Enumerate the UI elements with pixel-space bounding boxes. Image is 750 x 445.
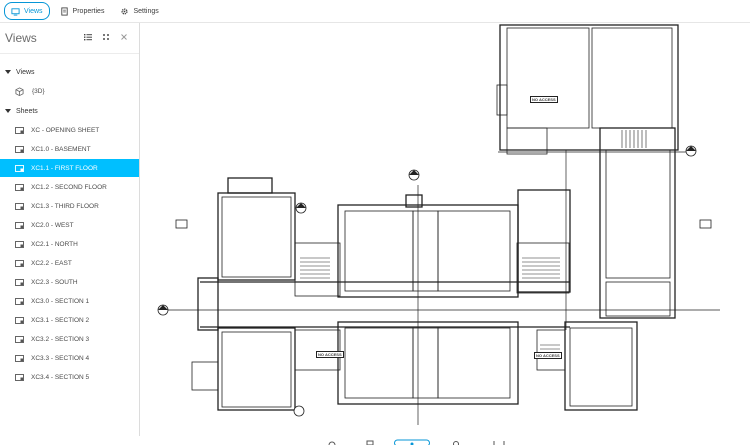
sheet-icon <box>15 297 24 305</box>
drawing-canvas[interactable]: NO ACCESS NO ACCESS NO ACCESS <box>140 23 750 436</box>
sheet-item-label: XC3.1 - SECTION 2 <box>31 316 90 324</box>
sheet-item-label: XC1.0 - BASEMENT <box>31 145 91 153</box>
tab-properties-label: Properties <box>72 7 105 15</box>
section-icon[interactable] <box>492 439 506 445</box>
caret-down-icon <box>5 70 11 74</box>
sheet-item[interactable]: XC3.3 - SECTION 4 <box>0 349 139 367</box>
sheet-icon <box>15 183 24 191</box>
sheet-icon <box>15 145 24 153</box>
views-panel: Views Views {3D} Sheets XC - OPENING SHE… <box>0 23 140 436</box>
view-item-3d[interactable]: {3D} <box>0 82 139 100</box>
sheet-item-label: XC2.1 - NORTH <box>31 240 78 248</box>
sheet-item-label: XC1.3 - THIRD FLOOR <box>31 202 99 210</box>
top-tab-bar: Views Properties Settings <box>0 0 750 23</box>
room-tag: NO ACCESS <box>534 352 562 359</box>
cube-3d-icon <box>15 86 24 96</box>
sheet-item-label: XC2.2 - EAST <box>31 259 72 267</box>
sheet-icon <box>15 354 24 362</box>
sheet-icon <box>15 316 24 324</box>
sheet-icon <box>15 202 24 210</box>
sheet-item[interactable]: XC3.1 - SECTION 2 <box>0 311 139 329</box>
caret-down-icon <box>5 109 11 113</box>
sheet-item[interactable]: XC3.0 - SECTION 1 <box>0 292 139 310</box>
sheet-item[interactable]: XC2.1 - NORTH <box>0 235 139 253</box>
panel-header: Views <box>0 23 139 54</box>
sheet-icon <box>15 373 24 381</box>
sheet-item-label: XC3.4 - SECTION 5 <box>31 373 90 381</box>
sheet-item-label: XC1.1 - FIRST FLOOR <box>31 164 98 172</box>
sheet-icon <box>15 259 24 267</box>
tab-settings-label: Settings <box>133 7 159 15</box>
sheet-icon <box>15 221 24 229</box>
sheet-icon <box>15 240 24 248</box>
view-item-label: {3D} <box>32 87 45 95</box>
tab-properties[interactable]: Properties <box>54 3 111 19</box>
sheet-item[interactable]: XC2.0 - WEST <box>0 216 139 234</box>
measure-icon[interactable] <box>452 439 460 445</box>
tab-views[interactable]: Views <box>4 2 50 20</box>
sheet-item[interactable]: XC3.4 - SECTION 5 <box>0 368 139 386</box>
list-view-icon[interactable] <box>83 32 93 42</box>
views-icon <box>11 7 20 16</box>
sheet-item[interactable]: XC2.2 - EAST <box>0 254 139 272</box>
floor-plan-drawing <box>157 24 720 425</box>
sheet-item-label: XC2.3 - SOUTH <box>31 278 78 286</box>
tab-settings[interactable]: Settings <box>114 3 164 19</box>
orbit-icon[interactable] <box>328 439 336 445</box>
sheet-icon <box>15 278 24 286</box>
group-sheets-label: Sheets <box>16 107 38 115</box>
room-tag: NO ACCESS <box>530 96 558 103</box>
group-views[interactable]: Views <box>0 63 139 81</box>
sheet-item-label: XC3.0 - SECTION 1 <box>31 297 90 305</box>
sheet-item-label: XC3.2 - SECTION 3 <box>31 335 90 343</box>
tab-views-label: Views <box>24 7 43 15</box>
group-sheets[interactable]: Sheets <box>0 102 139 120</box>
sheet-item[interactable]: XC1.2 - SECOND FLOOR <box>0 178 139 196</box>
panel-title: Views <box>5 31 37 45</box>
room-tag: NO ACCESS <box>316 351 344 358</box>
sheet-item-label: XC - OPENING SHEET <box>31 126 100 134</box>
sheet-icon <box>15 335 24 343</box>
sheet-item-selected[interactable]: XC1.1 - FIRST FLOOR <box>0 159 139 177</box>
group-views-label: Views <box>16 68 35 76</box>
zoom-tool-button[interactable] <box>394 439 430 445</box>
sheet-item[interactable]: XC - OPENING SHEET <box>0 121 139 139</box>
sheet-item-label: XC3.3 - SECTION 4 <box>31 354 90 362</box>
pan-icon[interactable] <box>366 439 374 445</box>
sheet-item[interactable]: XC1.0 - BASEMENT <box>0 140 139 158</box>
grid-view-icon[interactable] <box>101 32 111 42</box>
viewer-toolbar <box>140 436 750 445</box>
gear-icon <box>121 7 129 15</box>
sheet-icon <box>15 126 24 134</box>
sheet-item[interactable]: XC1.3 - THIRD FLOOR <box>0 197 139 215</box>
sheet-item-label: XC1.2 - SECOND FLOOR <box>31 183 107 191</box>
properties-icon <box>60 6 68 16</box>
close-icon[interactable] <box>119 32 129 42</box>
sheet-item-label: XC2.0 - WEST <box>31 221 74 229</box>
sheet-item[interactable]: XC2.3 - SOUTH <box>0 273 139 291</box>
sheet-icon <box>15 164 24 172</box>
sheet-item[interactable]: XC3.2 - SECTION 3 <box>0 330 139 348</box>
